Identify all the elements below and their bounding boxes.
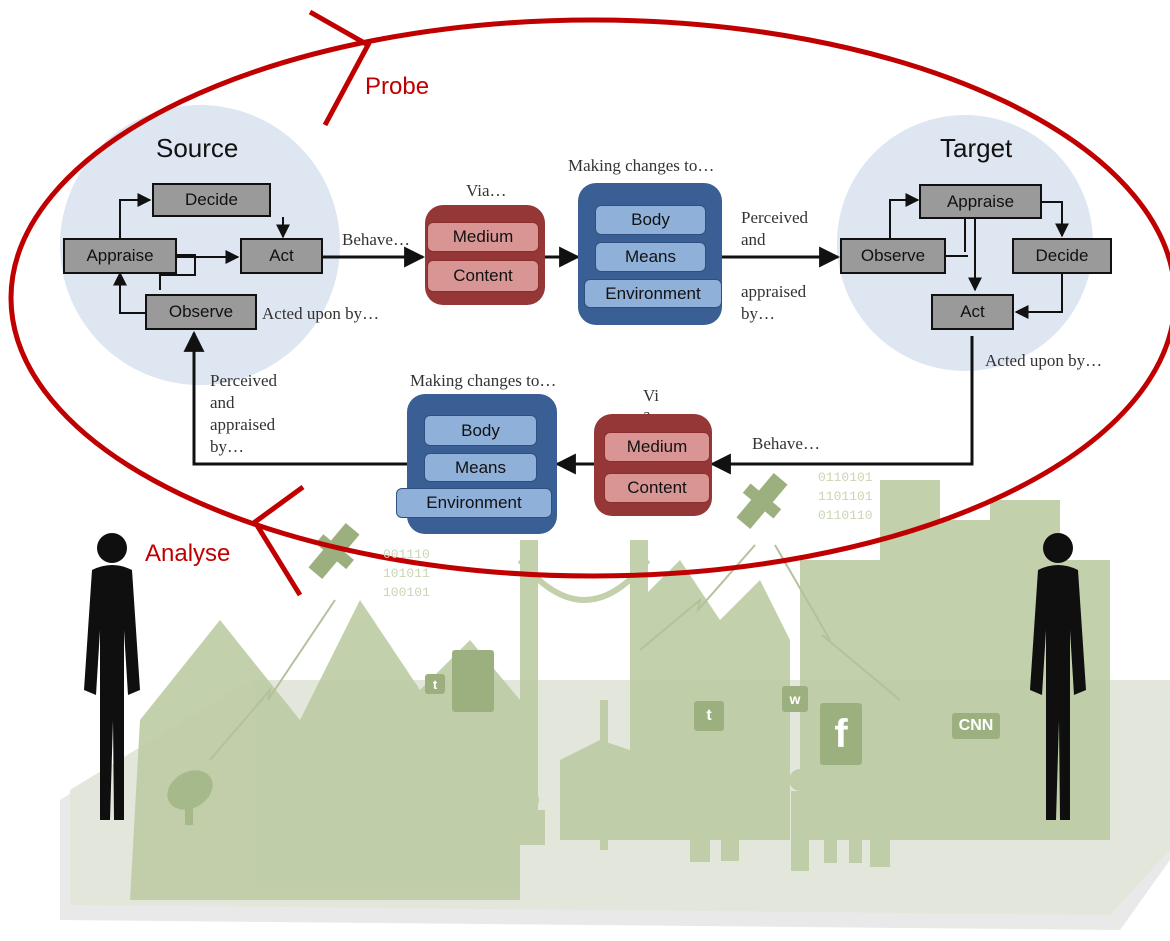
changes-bottom-body: Body	[424, 415, 537, 446]
target-observe-box: Observe	[840, 238, 946, 274]
making-changes-bottom-label: Making changes to…	[410, 371, 557, 390]
probe-arrowhead-icon	[308, 9, 372, 127]
changes-bottom-means: Means	[424, 453, 537, 482]
acted-upon-target-label: Acted upon by…	[985, 351, 1103, 370]
al-jazeera-icon	[452, 650, 494, 712]
source-circle	[60, 105, 340, 385]
perceived-top-line4: by…	[741, 304, 775, 323]
analyse-arrowhead-icon	[251, 484, 305, 597]
satellite-right-icon	[736, 472, 788, 530]
satellite-dish-icon	[167, 770, 213, 825]
binary-right: 0110101 1101101 0110110	[818, 470, 873, 523]
cnn-icon: CNN	[952, 713, 1000, 739]
source-appraise-box: Appraise	[63, 238, 177, 274]
via-top-content: Content	[427, 260, 539, 292]
perceived-bottom-label: Perceived and appraised by…	[210, 371, 278, 456]
signal-lines	[209, 544, 901, 761]
via-top-label: Via…	[466, 181, 507, 200]
source-loop-arrows	[113, 193, 290, 314]
changes-top-environment: Environment	[584, 279, 722, 308]
changes-top-body: Body	[595, 205, 706, 235]
via-bottom-content: Content	[604, 473, 710, 503]
target-act-box: Act	[931, 294, 1014, 330]
perceived-top-line1: Perceived	[741, 208, 809, 227]
changes-bottom-environment: Environment	[396, 488, 552, 518]
facebook-icon: f	[820, 703, 862, 765]
source-act-box: Act	[240, 238, 323, 274]
flow-arrows	[183, 246, 974, 475]
target-decide-box: Decide	[1012, 238, 1112, 274]
behave-bottom-label: Behave…	[752, 434, 820, 453]
twitter-icon: t	[425, 674, 445, 694]
acted-upon-source-label: Acted upon by…	[262, 304, 380, 323]
behave-top-label: Behave…	[342, 230, 410, 249]
perceived-top-line3: appraised	[741, 282, 807, 301]
twitter-icon: t	[694, 701, 724, 731]
weibo-icon: w	[782, 686, 808, 712]
via-bottom-medium: Medium	[604, 432, 710, 462]
probe-label: Probe	[365, 73, 430, 100]
person-left-silhouette	[84, 533, 140, 820]
source-observe-box: Observe	[145, 294, 257, 330]
scenery-silhouettes	[130, 480, 1110, 900]
probe-analyse-loop	[8, 17, 1170, 579]
source-decide-box: Decide	[152, 183, 271, 217]
analyse-label: Analyse	[145, 540, 231, 567]
binary-left: 001110 101011 100101	[383, 547, 430, 600]
target-loop-arrows	[889, 193, 1069, 319]
via-top-medium: Medium	[427, 222, 539, 252]
person-right-silhouette	[1030, 533, 1086, 820]
source-heading: Source	[156, 133, 239, 163]
perceived-top-line2: and	[741, 230, 766, 249]
target-appraise-box: Appraise	[919, 184, 1042, 219]
making-changes-top-label: Making changes to…	[568, 156, 715, 175]
changes-top-means: Means	[595, 242, 706, 272]
target-heading: Target	[940, 133, 1013, 163]
